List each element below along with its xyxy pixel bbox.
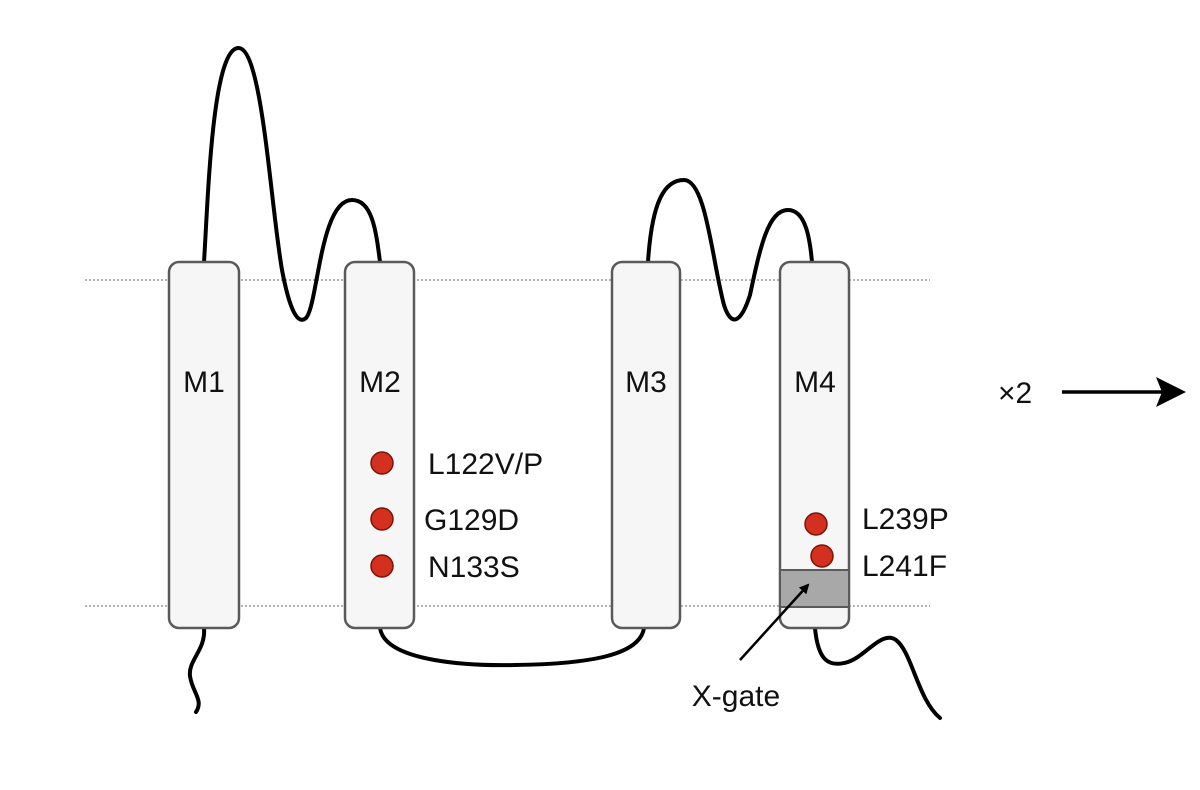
helix-m2 bbox=[343, 260, 416, 630]
helix-m2-label: M2 bbox=[359, 366, 401, 399]
mutation-label-l239: L239P bbox=[862, 503, 949, 536]
helix-m4-label: M4 bbox=[794, 366, 836, 399]
mutation-label-n133: N133S bbox=[428, 551, 520, 584]
x-gate-region bbox=[779, 569, 850, 608]
mutation-label-l241: L241F bbox=[862, 550, 947, 583]
helix-m4 bbox=[778, 260, 851, 630]
loop-m3-m4-extracellular bbox=[646, 178, 814, 322]
arrow-right-icon bbox=[1156, 377, 1186, 407]
helix-m1 bbox=[167, 260, 241, 630]
x-gate-arrow bbox=[739, 583, 810, 661]
multiplier-label: ×2 bbox=[998, 377, 1032, 410]
mutation-label-l122: L122V/P bbox=[428, 448, 543, 481]
loop-m1-m2-extracellular bbox=[202, 46, 382, 322]
mutation-dot-g129 bbox=[370, 507, 394, 531]
loop-c-terminus bbox=[813, 626, 942, 720]
mutation-dot-l241 bbox=[810, 544, 834, 568]
loop-n-terminus bbox=[187, 626, 207, 714]
mutation-dot-n133 bbox=[370, 554, 394, 578]
mutation-dot-l239 bbox=[804, 512, 828, 536]
helix-m3 bbox=[610, 260, 682, 630]
x-gate-label: X-gate bbox=[692, 680, 780, 713]
helix-m3-label: M3 bbox=[625, 366, 667, 399]
helix-m1-label: M1 bbox=[183, 366, 225, 399]
mutation-label-g129: G129D bbox=[424, 504, 519, 537]
loop-m2-m3-intracellular bbox=[378, 626, 646, 668]
mutation-dot-l122 bbox=[370, 451, 394, 475]
